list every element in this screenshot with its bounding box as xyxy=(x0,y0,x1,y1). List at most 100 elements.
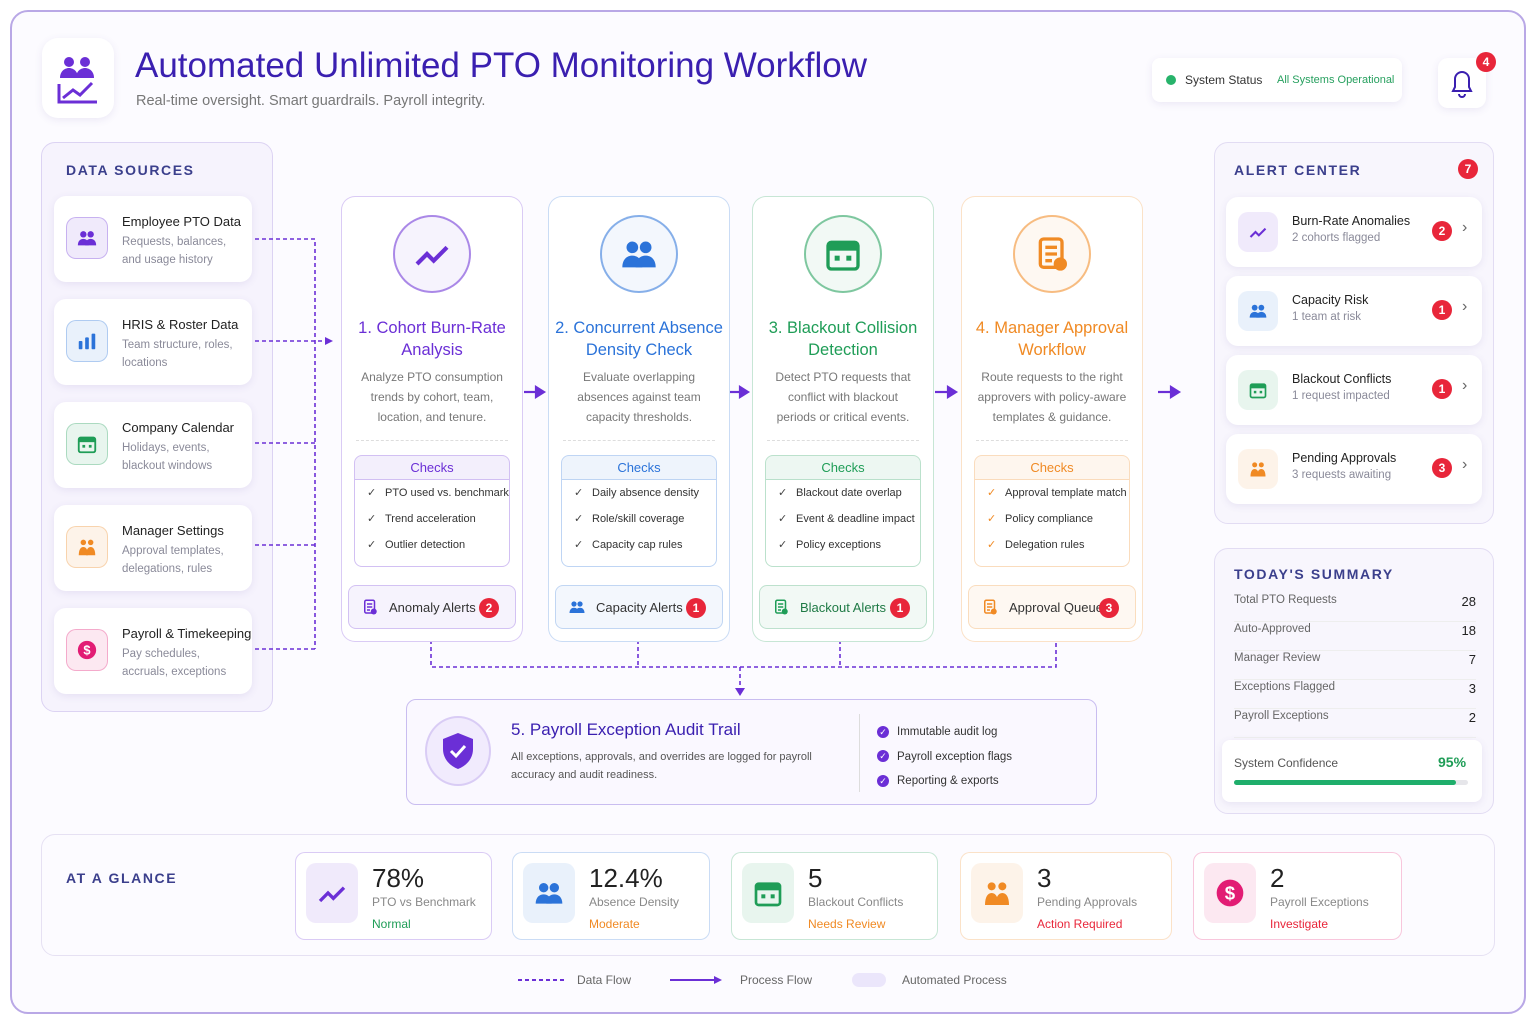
bell-icon xyxy=(1451,71,1473,98)
notification-count: 4 xyxy=(1476,52,1496,72)
step-title: 2. Concurrent Absence Density Check xyxy=(555,319,723,359)
step-alert-count: 2 xyxy=(479,598,499,618)
user-icon xyxy=(568,598,586,621)
kpi-label: Absence Density xyxy=(589,895,680,909)
person-icon xyxy=(981,598,999,621)
alert-center-count: 7 xyxy=(1458,159,1478,179)
step-alert-label: Blackout Alerts xyxy=(800,600,886,615)
check-icon: ✓ xyxy=(367,487,377,499)
document-check-icon xyxy=(1013,215,1091,293)
alert-title: Pending Approvals xyxy=(1292,451,1397,465)
dollar-icon: $ xyxy=(66,629,108,671)
legend-automated-swatch xyxy=(852,973,886,987)
checks-title: Checks xyxy=(766,456,920,480)
audit-title: 5. Payroll Exception Audit Trail xyxy=(511,720,741,739)
audit-feature-item: ✓Immutable audit log xyxy=(877,720,1012,745)
trend-icon xyxy=(1238,212,1278,252)
shield-check-icon xyxy=(443,733,473,769)
data-sources-title: DATA SOURCES xyxy=(66,162,195,178)
bar-chart-icon xyxy=(66,320,108,362)
data-flow-line xyxy=(430,640,1057,668)
legend-data-flow: Data Flow xyxy=(577,973,632,987)
audit-feature-item: ✓Reporting & exports xyxy=(877,769,1012,794)
chevron-right-icon[interactable]: › xyxy=(1462,219,1468,236)
legend-automated: Automated Process xyxy=(902,973,1007,987)
people-icon xyxy=(66,217,108,259)
check-item: ✓PTO used vs. benchmark xyxy=(355,480,509,506)
checks-title: Checks xyxy=(355,456,509,480)
status-label: System Status xyxy=(1185,73,1263,87)
step-alert-label: Anomaly Alerts xyxy=(389,600,476,615)
svg-text:$: $ xyxy=(1225,883,1236,904)
check-item: ✓Trend acceleration xyxy=(355,506,509,532)
chevron-right-icon[interactable]: › xyxy=(1462,298,1468,315)
dollar-icon: $ xyxy=(1204,863,1256,923)
summary-label: Auto-Approved xyxy=(1234,623,1311,635)
alert-count: 2 xyxy=(1432,221,1452,241)
kpi-status: Normal xyxy=(372,917,411,931)
kpi-label: Blackout Conflicts xyxy=(808,895,904,909)
check-circle-icon: ✓ xyxy=(877,774,889,787)
audit-icon-circle xyxy=(425,716,491,786)
check-icon: ✓ xyxy=(778,487,788,499)
step-title: 4. Manager Approval Workflow xyxy=(975,319,1129,359)
audit-features: ✓Immutable audit log ✓Payroll exception … xyxy=(877,720,1012,794)
arrowhead xyxy=(1169,385,1182,399)
check-item: ✓Role/skill coverage xyxy=(562,506,716,532)
arrowhead xyxy=(738,385,751,399)
kpi-value: 5 xyxy=(808,863,823,893)
summary-label: Total PTO Requests xyxy=(1234,594,1337,606)
system-confidence: System Confidence 95% xyxy=(1222,740,1482,802)
alert-count: 3 xyxy=(1432,458,1452,478)
data-source-title: Company Calendar xyxy=(122,420,235,435)
step-alert-label: Approval Queue xyxy=(1009,600,1103,615)
check-item: ✓Capacity cap rules xyxy=(562,532,716,558)
data-source-desc: Approval templates, delegations, rules xyxy=(122,545,224,575)
people-icon xyxy=(523,863,575,923)
summary-value: 2 xyxy=(1468,710,1476,725)
notifications-button[interactable]: 4 xyxy=(1438,52,1496,108)
people-icon xyxy=(1238,291,1278,331)
chevron-right-icon[interactable]: › xyxy=(1462,377,1468,394)
data-source-desc: Holidays, events, blackout windows xyxy=(122,442,213,472)
confidence-track xyxy=(1234,780,1468,785)
data-source-desc: Team structure, roles, locations xyxy=(122,339,233,369)
arrowhead xyxy=(946,385,959,399)
data-flow-line xyxy=(255,238,316,649)
step-title: 1. Cohort Burn-Rate Analysis xyxy=(358,319,506,359)
alert-title: Capacity Risk xyxy=(1292,293,1369,307)
chevron-right-icon[interactable]: › xyxy=(1462,456,1468,473)
step-alert-count: 1 xyxy=(686,598,706,618)
status-dot xyxy=(1166,75,1176,85)
check-item: ✓Daily absence density xyxy=(562,480,716,506)
kpi-status: Action Required xyxy=(1037,917,1123,931)
check-icon: ✓ xyxy=(987,513,997,525)
svg-text:$: $ xyxy=(83,643,90,658)
kpi-label: PTO vs Benchmark xyxy=(372,895,476,909)
check-item: ✓Blackout date overlap xyxy=(766,480,920,506)
step-divider xyxy=(356,440,508,441)
analytics-people-icon xyxy=(57,57,97,104)
kpi-status: Investigate xyxy=(1270,917,1329,931)
